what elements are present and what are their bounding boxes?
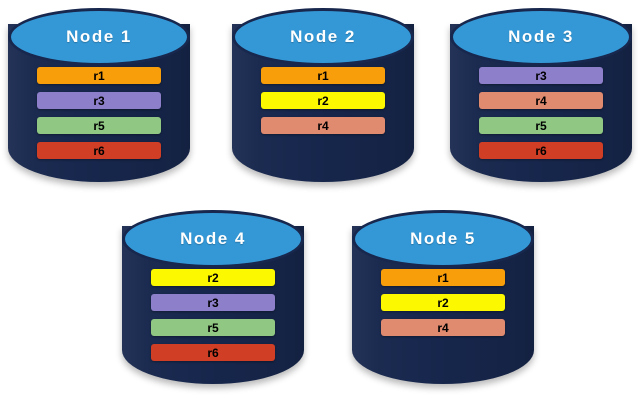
node-1-top-disc: Node 1 bbox=[8, 8, 190, 66]
node-4-top-disc: Node 4 bbox=[122, 210, 304, 268]
node-1-record-r1[interactable]: r1 bbox=[37, 67, 161, 84]
node-3-record-r6[interactable]: r6 bbox=[479, 142, 603, 159]
node-5-record-r2[interactable]: r2 bbox=[381, 294, 505, 311]
node-3-record-list: r3 r4 r5 r6 bbox=[479, 67, 603, 159]
node-4-label: Node 4 bbox=[180, 229, 246, 248]
node-1-record-r6[interactable]: r6 bbox=[37, 142, 161, 159]
node-3[interactable]: Node 3 r3 r4 r5 r6 bbox=[450, 8, 632, 186]
node-5-record-list: r1 r2 r4 bbox=[381, 269, 505, 336]
node-2-top-disc: Node 2 bbox=[232, 8, 414, 66]
node-3-label: Node 3 bbox=[508, 27, 574, 46]
node-5-top-disc: Node 5 bbox=[352, 210, 534, 268]
node-2-record-r2[interactable]: r2 bbox=[261, 92, 385, 109]
node-1-record-r5[interactable]: r5 bbox=[37, 117, 161, 134]
node-5[interactable]: Node 5 r1 r2 r4 bbox=[352, 210, 534, 388]
node-4-record-r2[interactable]: r2 bbox=[151, 269, 275, 286]
node-1[interactable]: Node 1 r1 r3 r5 r6 bbox=[8, 8, 190, 186]
node-4-record-list: r2 r3 r5 r6 bbox=[151, 269, 275, 361]
node-1-record-list: r1 r3 r5 r6 bbox=[37, 67, 161, 159]
node-1-record-r3[interactable]: r3 bbox=[37, 92, 161, 109]
node-3-top-disc: Node 3 bbox=[450, 8, 632, 66]
node-4-record-r6[interactable]: r6 bbox=[151, 344, 275, 361]
node-2-record-list: r1 r2 r4 bbox=[261, 67, 385, 134]
node-1-label: Node 1 bbox=[66, 27, 132, 46]
node-5-record-r4[interactable]: r4 bbox=[381, 319, 505, 336]
node-4-record-r5[interactable]: r5 bbox=[151, 319, 275, 336]
node-2-record-r4[interactable]: r4 bbox=[261, 117, 385, 134]
node-3-record-r5[interactable]: r5 bbox=[479, 117, 603, 134]
node-4-record-r3[interactable]: r3 bbox=[151, 294, 275, 311]
node-4[interactable]: Node 4 r2 r3 r5 r6 bbox=[122, 210, 304, 388]
node-3-record-r4[interactable]: r4 bbox=[479, 92, 603, 109]
node-2[interactable]: Node 2 r1 r2 r4 bbox=[232, 8, 414, 186]
node-3-record-r3[interactable]: r3 bbox=[479, 67, 603, 84]
node-2-record-r1[interactable]: r1 bbox=[261, 67, 385, 84]
node-2-label: Node 2 bbox=[290, 27, 356, 46]
node-5-record-r1[interactable]: r1 bbox=[381, 269, 505, 286]
node-5-label: Node 5 bbox=[410, 229, 476, 248]
